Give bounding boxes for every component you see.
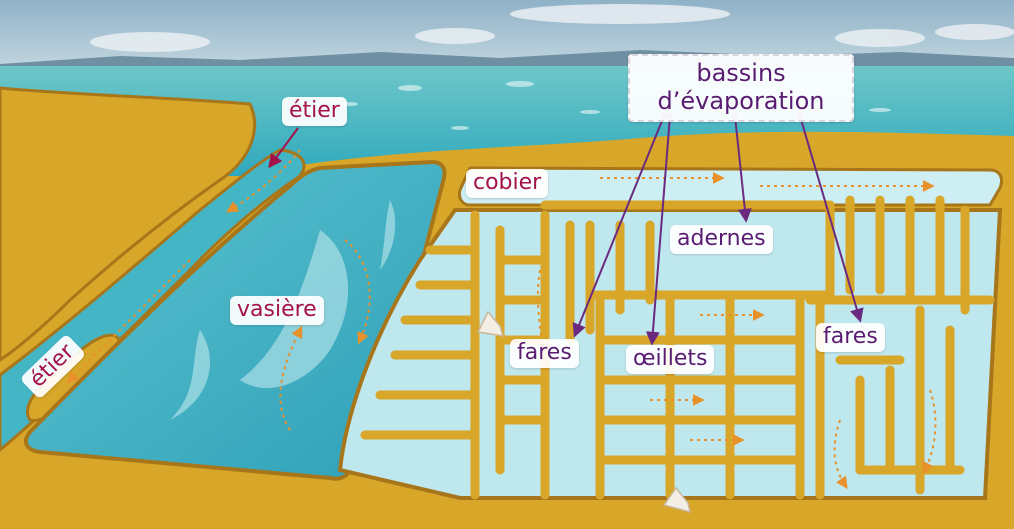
label-bassins-line1: bassins	[696, 59, 786, 87]
fares-left-comb	[360, 210, 545, 500]
label-oeillets: œillets	[626, 345, 715, 374]
callout-oeillets	[645, 115, 671, 346]
central-dikes	[540, 200, 835, 500]
clouds	[90, 4, 1014, 52]
callout-lines	[268, 115, 864, 346]
land-left-peninsula	[0, 86, 256, 362]
water-flow-arrows	[66, 149, 937, 489]
label-bassins-line2: d’évaporation	[657, 87, 825, 115]
callout-fares-right	[799, 115, 864, 323]
label-etier-top: étier	[282, 97, 347, 126]
label-vasiere: vasière	[230, 296, 324, 325]
salt-pile-icons	[476, 310, 692, 514]
label-bassins-evaporation: bassins d’évaporation	[628, 54, 854, 122]
callout-etier-top	[268, 127, 299, 169]
label-fares-left: fares	[510, 339, 579, 368]
label-adernes: adernes	[670, 225, 773, 254]
callout-adernes	[734, 115, 752, 223]
cobier-basin	[458, 166, 1004, 207]
fares-right-comb	[805, 195, 995, 500]
label-fares-right: fares	[816, 323, 885, 352]
callout-fares-left	[572, 115, 665, 338]
label-cobier: cobier	[466, 169, 549, 198]
